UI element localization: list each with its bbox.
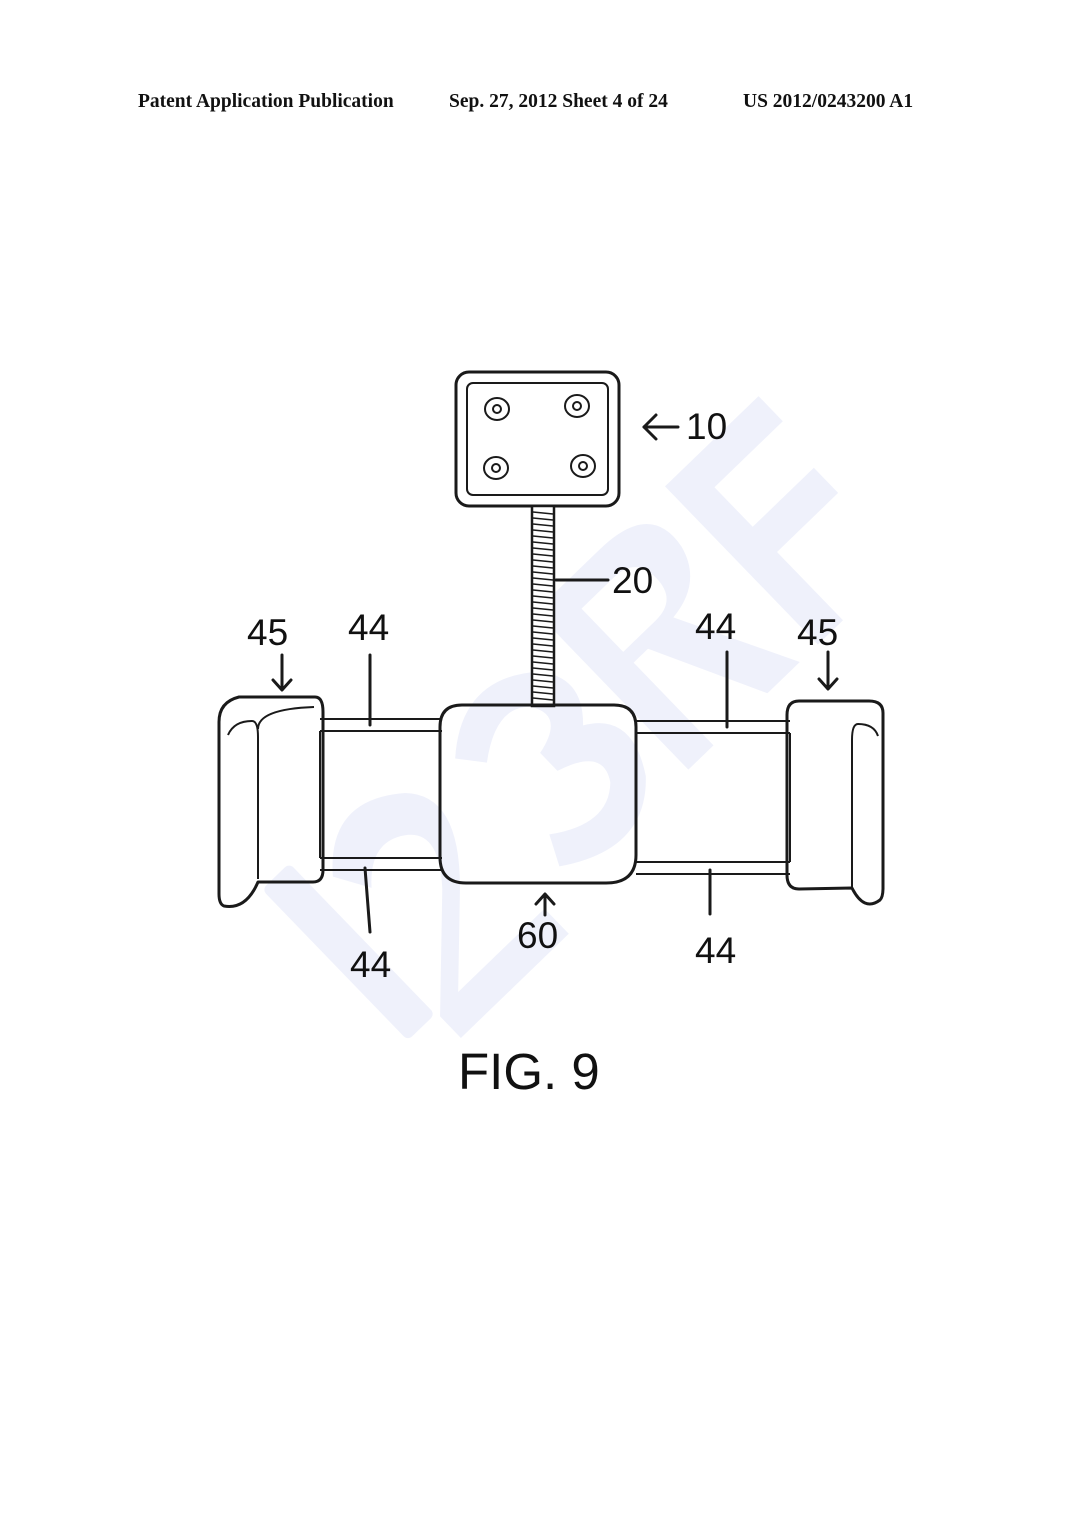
neck-coil-segment [532,679,554,683]
arrow-45-right-icon [817,677,839,691]
ref-44-top-right-label: 44 [695,606,736,647]
neck-coil-segment [532,697,554,701]
ref-44-bottom-right-label: 44 [695,930,736,971]
neck-coil-segment [532,595,554,599]
flexible-neck-20 [530,504,556,708]
publication-number: US 2012/0243200 A1 [743,91,914,112]
neck-coil-segment [532,655,554,659]
neck-coil-segment [532,649,554,653]
suction-cup-icon [570,454,596,478]
arrow-45-left-icon [271,678,293,692]
ref-45-left-label: 45 [247,612,288,653]
publication-date-sheet: Sep. 27, 2012 Sheet 4 of 24 [449,91,668,112]
neck-coil-segment [532,589,554,593]
neck-coil-segment [532,529,554,533]
watermark-logo [264,396,844,1039]
arrow-60-icon [534,892,556,906]
neck-coil-segment [532,673,554,677]
neck-coil-segment [532,643,554,647]
ref-44-top-left-label: 44 [348,607,389,648]
leader-lines [271,413,839,934]
arrow-10-icon [642,413,658,441]
left-clamp-45 [217,695,325,908]
neck-coil-segment [532,685,554,689]
right-clamp-45 [785,699,885,906]
neck-coil-segment [532,691,554,695]
ref-45-right-label: 45 [797,612,838,653]
ref-44-bottom-left-label: 44 [350,944,391,985]
neck-coil-segment [532,577,554,581]
suction-cup-icon [484,397,510,421]
ref-60-label: 60 [517,915,558,956]
figure-caption: FIG. 9 [458,1043,600,1100]
neck-coil-segment [532,625,554,629]
neck-coil-segment [532,523,554,527]
neck-coil-segment [532,667,554,671]
ref-10-label: 10 [686,406,727,447]
cradle-frame [319,718,791,875]
neck-coil-segment [532,607,554,611]
neck-coil-segment [532,565,554,569]
pad-10 [454,370,621,508]
neck-coil-segment [532,517,554,521]
neck-coil-segment [532,583,554,587]
neck-coil-segment [532,619,554,623]
neck-coil-segment [532,637,554,641]
leader-44-bottom-left [363,866,372,934]
neck-coil-segment [532,613,554,617]
neck-coil-segment [532,631,554,635]
neck-coil-segment [532,571,554,575]
ref-20-label: 20 [612,560,653,601]
center-body-60 [438,703,638,885]
suction-cup-icon [564,394,590,418]
publication-type: Patent Application Publication [138,91,394,112]
neck-coil-segment [532,511,554,515]
neck-coil-segment [532,553,554,557]
neck-coil-segment [532,535,554,539]
neck-coil-segment [532,601,554,605]
neck-coil-segment [532,661,554,665]
neck-coil-segment [532,559,554,563]
neck-coil-segment [532,547,554,551]
neck-coil-segment [532,541,554,545]
suction-cup-icon [483,456,509,480]
